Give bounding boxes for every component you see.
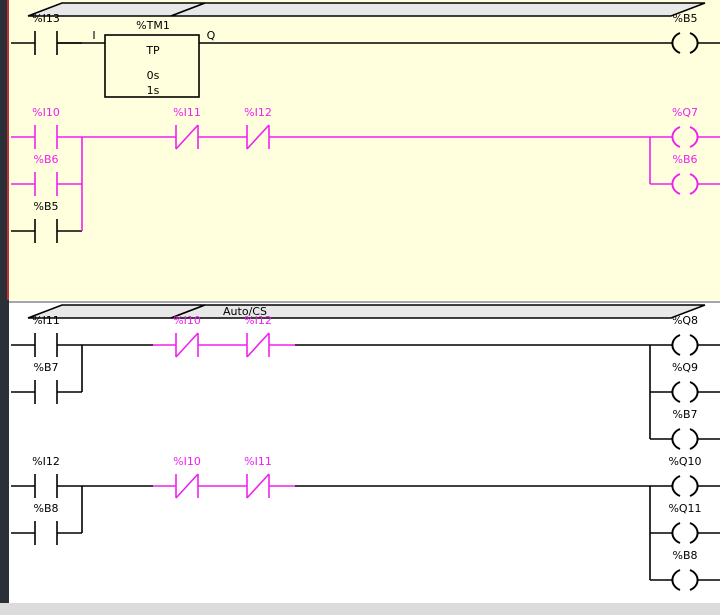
coil-label: %Q9 — [672, 361, 698, 374]
output-coil[interactable]: %B5 — [671, 12, 699, 54]
nc-contact[interactable]: %I11 — [244, 455, 272, 499]
coil-left-arc — [671, 126, 681, 148]
ladder-rung: %I11 %B7 %I10 %I12 %Q8 %Q9 %B7 — [11, 314, 720, 450]
no-contact[interactable]: %B8 — [34, 502, 59, 545]
contact-slash — [175, 332, 199, 358]
timer-base: 1s — [147, 84, 160, 97]
section-background — [9, 0, 720, 300]
coil-left-arc — [671, 475, 681, 497]
output-coil[interactable]: %Q11 — [668, 502, 702, 544]
coil-left-arc — [671, 569, 681, 591]
timer-input-pin: I — [92, 29, 95, 42]
coil-right-arc — [689, 381, 699, 403]
coil-right-arc — [689, 126, 699, 148]
output-coil[interactable]: %Q8 — [671, 314, 699, 356]
coil-right-arc — [689, 428, 699, 450]
rung-header-right — [170, 304, 706, 319]
contact-label: %I12 — [244, 314, 272, 327]
coil-label: %Q11 — [668, 502, 701, 515]
contact-slash — [175, 473, 199, 499]
coil-label: %Q8 — [672, 314, 698, 327]
no-contact[interactable]: %I11 — [32, 314, 60, 357]
coil-label: %B7 — [673, 408, 698, 421]
contact-label: %I11 — [32, 314, 60, 327]
timer-preset: 0s — [147, 69, 160, 82]
no-contact[interactable]: %I13 — [32, 12, 60, 55]
output-coil[interactable]: %Q10 — [668, 455, 702, 497]
no-contact[interactable]: %I12 — [32, 455, 60, 498]
nc-contact[interactable]: %I10 — [173, 455, 201, 499]
output-coil[interactable]: %Q7 — [671, 106, 699, 148]
contact-label: %I13 — [32, 12, 60, 25]
coil-right-arc — [689, 522, 699, 544]
coil-left-arc — [671, 522, 681, 544]
coil-label: %Q10 — [668, 455, 701, 468]
contact-label: %I10 — [32, 106, 60, 119]
contact-slash — [246, 332, 270, 358]
coil-right-arc — [689, 569, 699, 591]
coil-label: %Q7 — [672, 106, 698, 119]
section-background — [9, 303, 720, 603]
contact-label: %I10 — [173, 455, 201, 468]
ladder-rung: %I12 %B8 %I10 %I11 %Q10 %Q11 %B8 — [11, 455, 720, 591]
coil-right-arc — [689, 334, 699, 356]
contact-label: %I11 — [244, 455, 272, 468]
timer-name: %TM1 — [136, 19, 170, 32]
contact-label: %B6 — [34, 153, 59, 166]
coil-label: %B8 — [673, 549, 698, 562]
timer-output-pin: Q — [207, 29, 216, 42]
editor-left-strip — [0, 0, 9, 615]
output-coil[interactable]: %B6 — [671, 153, 699, 195]
contact-label: %B8 — [34, 502, 59, 515]
coil-right-arc — [689, 32, 699, 54]
contact-slash — [246, 473, 270, 499]
contact-label: %I11 — [173, 106, 201, 119]
contact-label: %I12 — [244, 106, 272, 119]
coil-label: %B6 — [673, 153, 698, 166]
coil-left-arc — [671, 428, 681, 450]
output-coil[interactable]: %B7 — [671, 408, 699, 450]
contact-label: %I10 — [173, 314, 201, 327]
timer-box — [104, 34, 200, 98]
output-coil[interactable]: %B8 — [671, 549, 699, 591]
no-contact[interactable]: %B6 — [34, 153, 59, 196]
section-auto-cs: Auto/CS%I11%B7%I10%I12%Q8%Q9%B7%I12%B8%I… — [9, 301, 720, 603]
ladder-rung: %I10 %B6 %B5 %I11 %I12 %Q7 %B6 — [11, 106, 720, 243]
coil-left-arc — [671, 32, 681, 54]
contact-slash — [246, 124, 270, 150]
no-contact[interactable]: %B7 — [34, 361, 59, 404]
no-contact[interactable]: %B5 — [34, 200, 59, 243]
rung-header-right — [170, 2, 706, 17]
contact-label: %B7 — [34, 361, 59, 374]
no-contact[interactable]: %I10 — [32, 106, 60, 149]
contact-label: %B5 — [34, 200, 59, 213]
output-coil[interactable]: %Q9 — [671, 361, 699, 403]
coil-right-arc — [689, 173, 699, 195]
active-section-marker — [7, 0, 10, 300]
coil-right-arc — [689, 475, 699, 497]
coil-left-arc — [671, 173, 681, 195]
timer-type: TP — [145, 44, 160, 57]
coil-label: %B5 — [673, 12, 698, 25]
rung-header-label: Auto/CS — [223, 305, 267, 318]
contact-label: %I12 — [32, 455, 60, 468]
status-bar — [0, 603, 720, 615]
contact-slash — [175, 124, 199, 150]
coil-left-arc — [671, 334, 681, 356]
coil-left-arc — [671, 381, 681, 403]
